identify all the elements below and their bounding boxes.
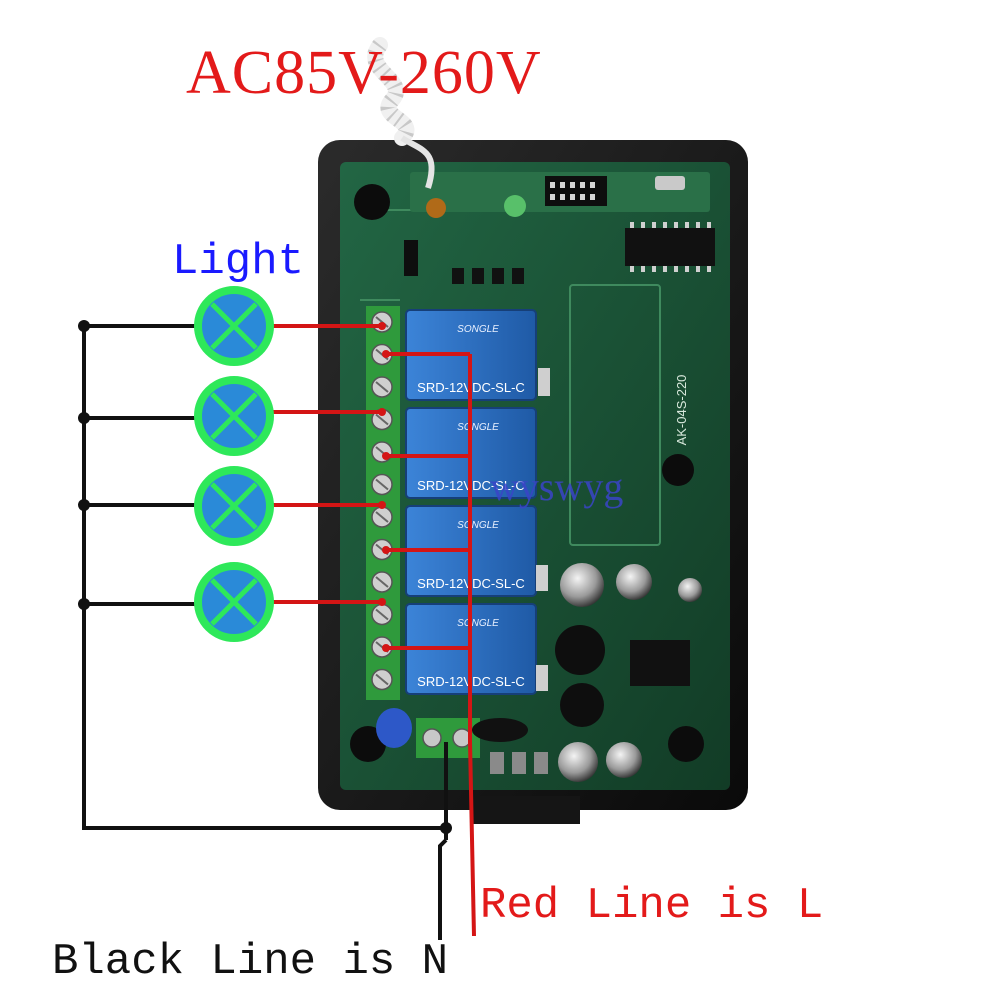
capacitor-4 xyxy=(555,625,605,675)
smd-fuse xyxy=(538,368,550,396)
capacitor-7 xyxy=(606,742,642,778)
varistor xyxy=(472,718,528,742)
inductor-coil xyxy=(426,198,446,218)
light-label: Light xyxy=(172,237,305,287)
relay-brand: SONGLE xyxy=(457,618,499,629)
antenna xyxy=(367,37,435,189)
smd-component-3 xyxy=(536,665,548,691)
relay-brand: SONGLE xyxy=(457,324,499,335)
capacitor-1 xyxy=(560,563,604,607)
lamp-3 xyxy=(194,466,274,546)
red-line-label: Red Line is L xyxy=(480,881,824,931)
decoder-ic xyxy=(625,228,715,266)
terminal-screw-slot xyxy=(375,511,389,523)
capacitor-3 xyxy=(678,578,702,602)
jumper xyxy=(404,240,418,276)
neutral-input xyxy=(438,838,448,940)
case-tab xyxy=(470,796,580,824)
capacitor-6 xyxy=(558,742,598,782)
terminal-screw-slot xyxy=(375,673,389,686)
terminal-screw-slot xyxy=(375,478,389,491)
terminal-screw-slot xyxy=(375,381,389,393)
film-capacitor xyxy=(376,708,412,748)
capacitor-5 xyxy=(560,683,604,727)
live-junction xyxy=(378,322,386,330)
buzzer xyxy=(662,454,694,486)
small-capacitor xyxy=(504,195,526,217)
crystal xyxy=(655,176,685,190)
mounting-hole-bottom-left xyxy=(350,726,386,762)
power-terminal-screw-n xyxy=(422,728,442,748)
lamp-cross xyxy=(210,302,258,350)
live-junction xyxy=(382,546,390,554)
terminal-screw-slot xyxy=(375,413,389,426)
live-wiring xyxy=(270,324,476,937)
live-junction xyxy=(378,408,386,416)
pin-header xyxy=(550,182,595,200)
lamp-4 xyxy=(194,562,274,642)
live-junction xyxy=(382,644,390,652)
live-junction xyxy=(382,350,390,358)
watermark: wyswyg xyxy=(490,464,623,509)
lamp-cross xyxy=(210,392,258,440)
neutral-bus xyxy=(82,326,446,830)
neutral-junctions xyxy=(78,320,452,834)
live-junction xyxy=(378,598,386,606)
lamp-cross xyxy=(210,578,258,626)
transistor-row xyxy=(452,268,524,284)
smd-component-2 xyxy=(536,565,548,591)
relay-brand: SONGLE xyxy=(457,520,499,531)
lamp-group xyxy=(194,286,274,642)
live-input xyxy=(468,741,476,937)
resistor-row xyxy=(490,752,548,774)
relay-brand: SONGLE xyxy=(457,422,499,433)
lamp-cross xyxy=(210,482,258,530)
lamp-2 xyxy=(194,376,274,456)
terminal-screw-slot xyxy=(375,608,389,621)
model-code: AK-04S-220 xyxy=(674,375,689,446)
mounting-hole-bottom-right xyxy=(668,726,704,762)
capacitor-2 xyxy=(616,564,652,600)
neutral-wiring xyxy=(82,324,448,940)
terminal-screw-slot xyxy=(375,576,389,588)
lamp-1 xyxy=(194,286,274,366)
live-junction xyxy=(382,452,390,460)
black-line-label: Black Line is N xyxy=(52,937,449,987)
dip-switch xyxy=(545,176,607,206)
decoder-ic-pins xyxy=(630,222,711,272)
power-ic xyxy=(630,640,690,686)
voltage-title: AC85V-260V xyxy=(186,39,542,107)
mounting-hole-top-left xyxy=(354,184,390,220)
live-junction xyxy=(378,501,386,509)
